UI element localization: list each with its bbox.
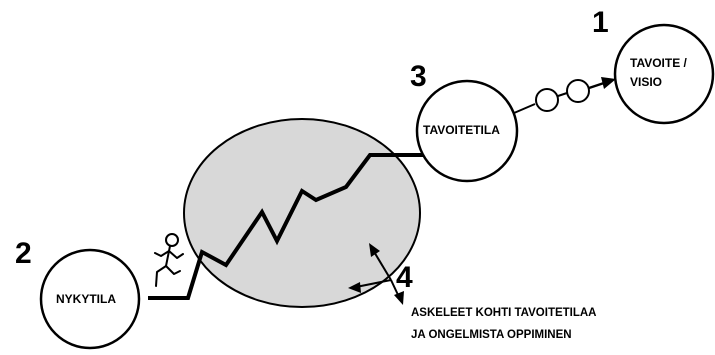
connector-line-end	[588, 81, 605, 90]
steps-path	[148, 153, 425, 300]
current-state-label: NYKYTILA	[56, 292, 116, 306]
current-state-circle	[39, 248, 141, 350]
number-1: 1	[592, 6, 609, 39]
vision-label-line1: TAVOITE /	[630, 56, 688, 70]
direction-arrows-icon	[348, 243, 404, 305]
number-2: 2	[15, 237, 32, 270]
vision-circle	[613, 23, 715, 125]
learning-zone-ellipse	[183, 118, 421, 308]
number-4: 4	[396, 261, 413, 294]
vision-label-line2: VISIO	[630, 75, 662, 89]
climbing-person-icon	[154, 233, 184, 287]
number-3: 3	[410, 60, 427, 93]
target-state-circle	[415, 79, 519, 183]
connector-circle-2	[566, 79, 590, 103]
connector-line-mid	[557, 92, 568, 97]
connector-line-start	[513, 103, 536, 114]
connector-circle-1	[535, 88, 559, 112]
target-state-label: TAVOITETILA	[423, 123, 500, 137]
arrow-head-to-vision	[601, 77, 616, 89]
caption-line1: ASKELEET KOHTI TAVOITETILAA	[411, 307, 597, 319]
caption-line2: JA ONGELMISTA OPPIMINEN	[411, 329, 572, 341]
